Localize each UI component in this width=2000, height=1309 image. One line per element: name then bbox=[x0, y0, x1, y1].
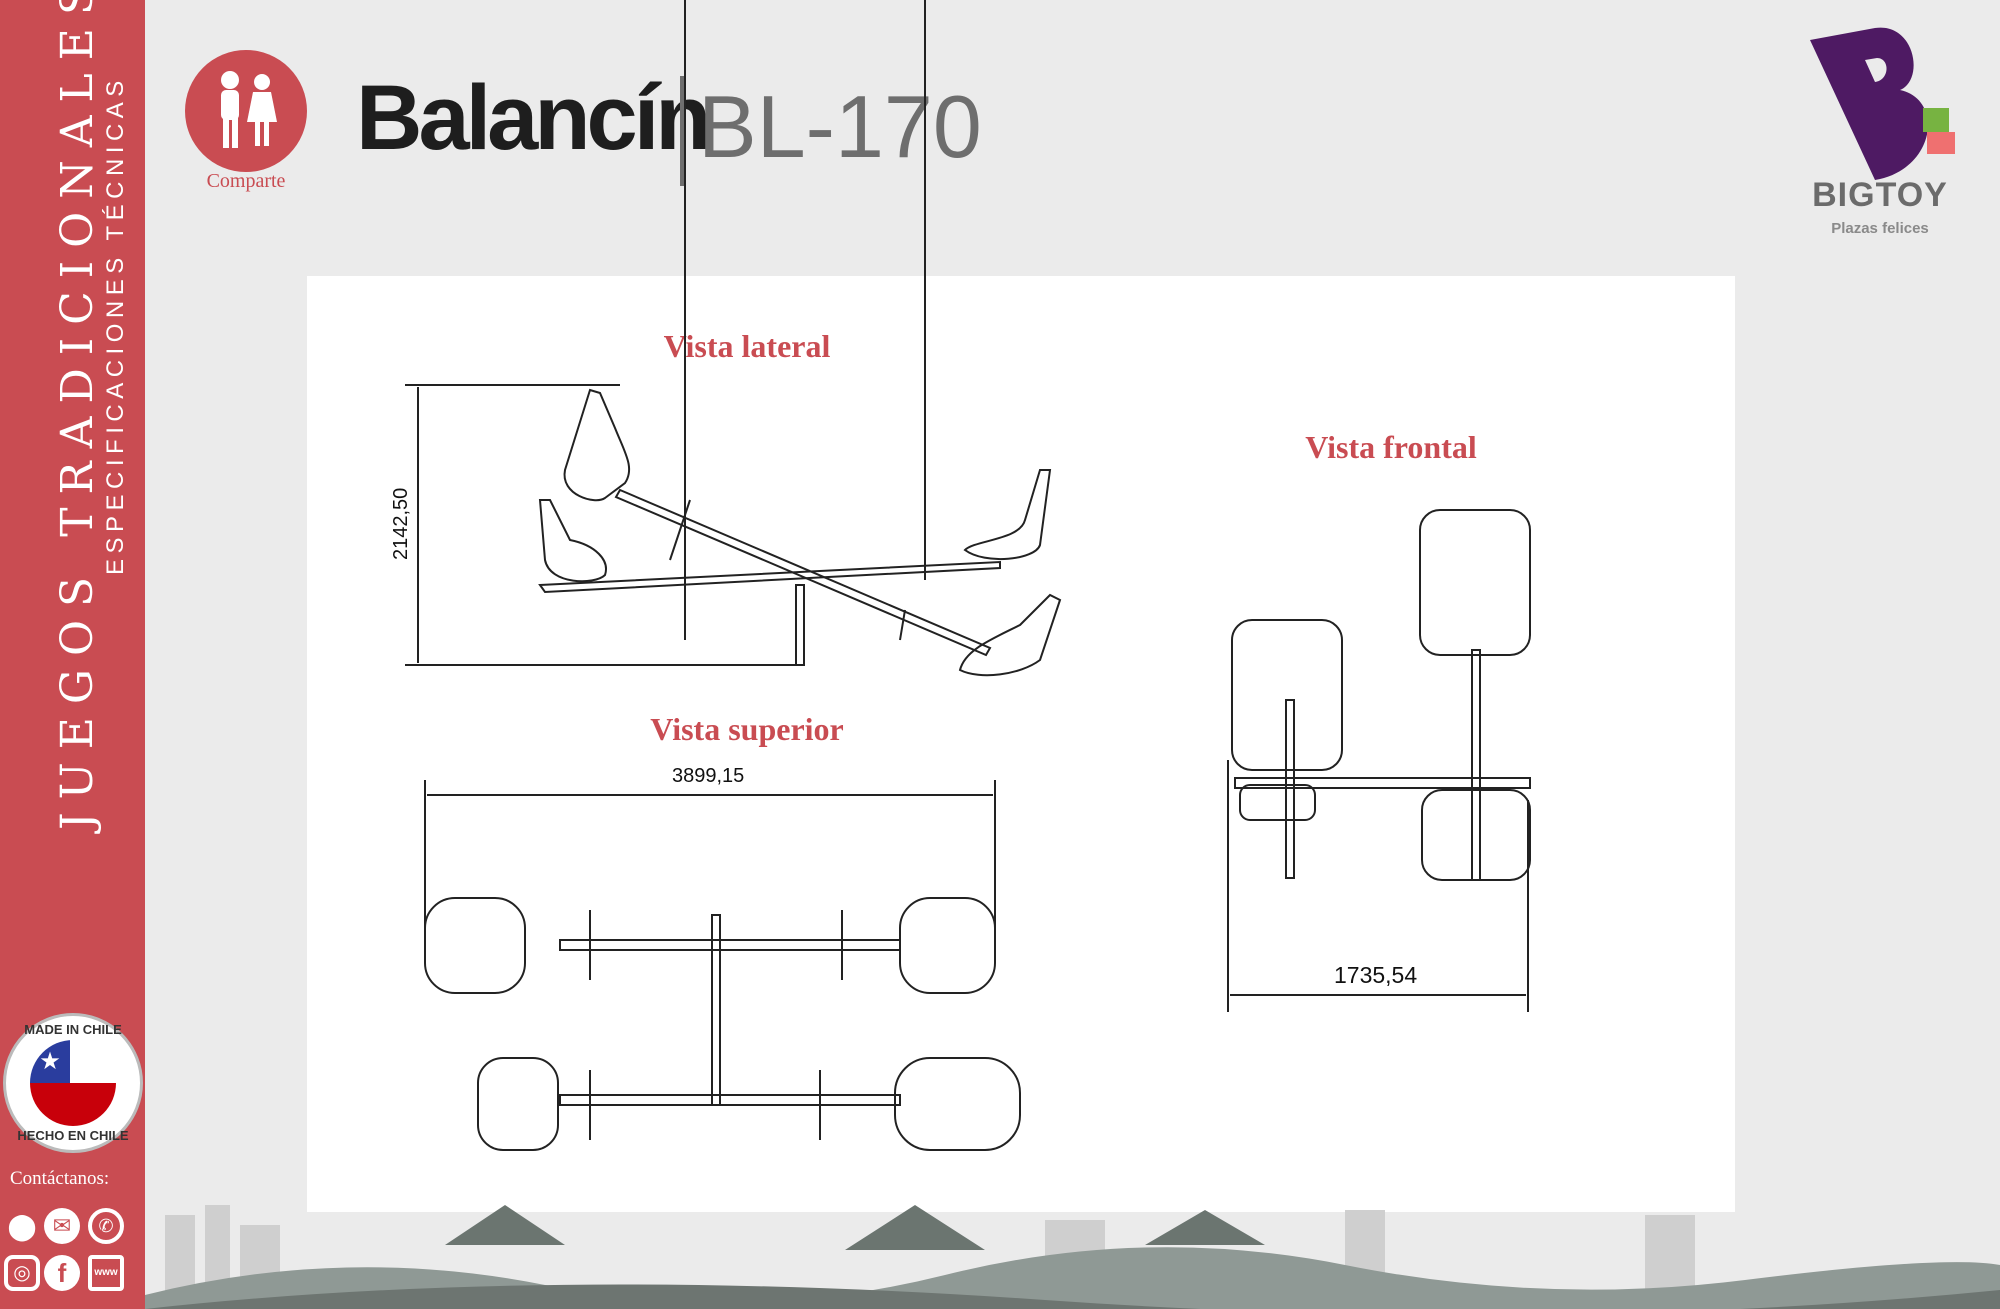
lateral-view-title: Vista lateral bbox=[663, 328, 831, 364]
email-icon[interactable]: ✉ bbox=[44, 1208, 80, 1244]
title-divider bbox=[680, 76, 684, 186]
comparte-label: Comparte bbox=[206, 170, 286, 192]
superior-view-title: Vista superior bbox=[650, 711, 844, 747]
lateral-height-dimension: 2142,50 bbox=[390, 487, 412, 560]
superior-view-drawing bbox=[424, 780, 1021, 1151]
product-code: BL-170 bbox=[698, 77, 982, 176]
lateral-view-drawing bbox=[405, 0, 1062, 677]
sidebar: JUEGOS TRADICIONALES ESPECIFICACIONES TÉ… bbox=[0, 0, 145, 1309]
playground-landscape-illustration bbox=[145, 1205, 2000, 1309]
website-icon[interactable]: www bbox=[88, 1255, 124, 1291]
drawing-panel bbox=[307, 276, 1735, 1212]
superior-length-dimension: 3899,15 bbox=[672, 765, 745, 787]
facebook-icon[interactable]: f bbox=[44, 1255, 80, 1291]
location-icon[interactable]: ⬤ bbox=[7, 1211, 37, 1241]
page-title: Balancín bbox=[356, 67, 711, 169]
badge-top-text: MADE IN CHILE bbox=[24, 1022, 122, 1037]
chile-flag-icon: ★ bbox=[30, 1040, 116, 1126]
brand-name: BIGTOY bbox=[1812, 176, 1948, 214]
whatsapp-icon[interactable]: ✆ bbox=[88, 1208, 124, 1244]
instagram-icon[interactable]: ◎ bbox=[4, 1255, 40, 1291]
frontal-view-drawing bbox=[1227, 509, 1531, 1012]
brand-tagline: Plazas felices bbox=[1831, 220, 1929, 237]
made-in-chile-badge: MADE IN CHILE ★ HECHO EN CHILE bbox=[3, 1013, 143, 1153]
contact-label: Contáctanos: bbox=[10, 1168, 110, 1189]
children-icon bbox=[185, 50, 307, 172]
bigtoy-logo bbox=[1805, 20, 1965, 181]
frontal-width-dimension: 1735,54 bbox=[1334, 962, 1418, 988]
frontal-view-title: Vista frontal bbox=[1305, 429, 1477, 465]
badge-bottom-text: HECHO EN CHILE bbox=[17, 1128, 129, 1143]
